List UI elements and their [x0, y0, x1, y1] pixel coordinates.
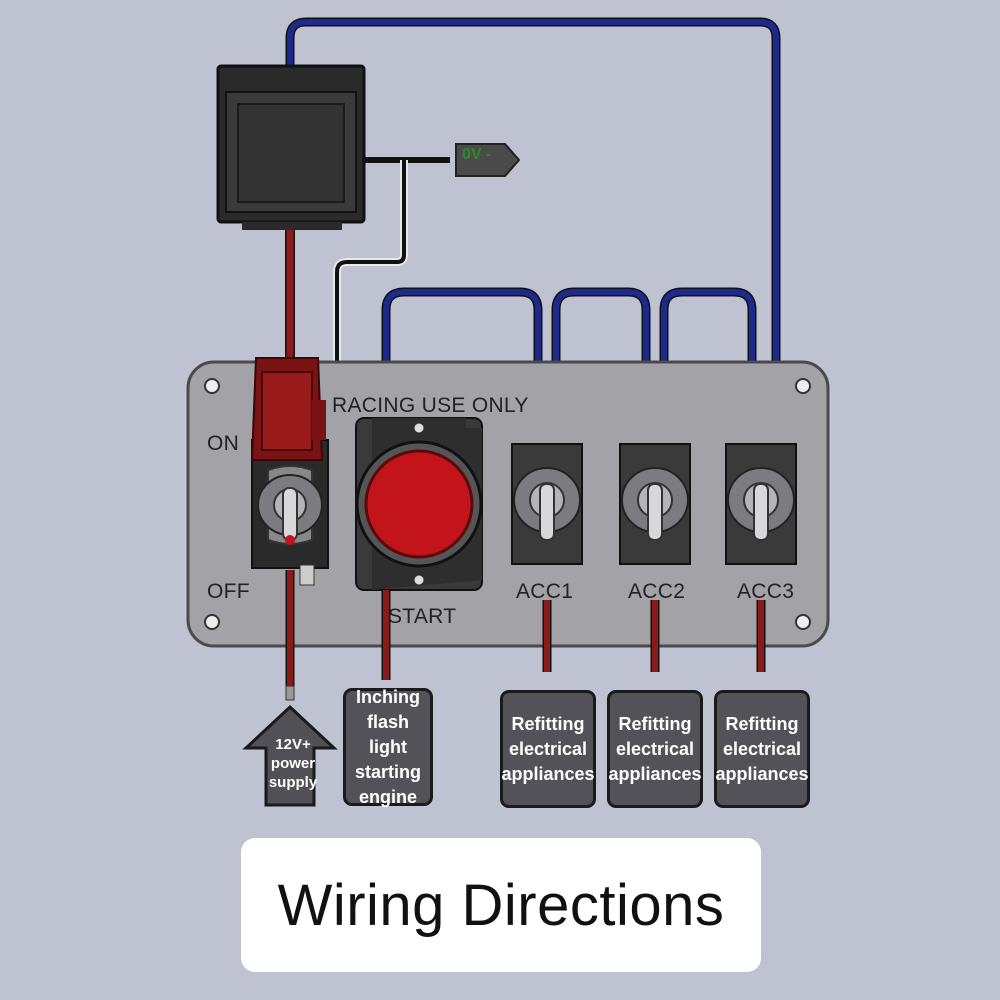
acc1-label: ACC1 [516, 580, 574, 603]
acc3-function-line: Refitting [725, 713, 799, 734]
power-supply-arrow [242, 704, 338, 807]
black-ground-wire [311, 157, 450, 636]
acc1-function-line: appliances [501, 763, 595, 784]
power-supply-line: 12V+ [275, 736, 311, 753]
ground-tag-label: 0V - [462, 146, 492, 163]
acc3-switch [725, 443, 797, 565]
acc1-switch [511, 443, 583, 565]
racing-use-only-label: RACING USE ONLY [332, 394, 529, 417]
page-title: Wiring Directions [277, 872, 725, 938]
power-supply-line: supply [268, 774, 318, 791]
acc2-function-box: Refitting electrical appliances [607, 690, 703, 808]
start-function-box: Inching flash light starting engine [343, 686, 433, 807]
ground-tag [455, 143, 521, 177]
start-button [355, 417, 483, 591]
acc2-label: ACC2 [628, 580, 686, 603]
switch-panel [186, 360, 830, 648]
start-function-line: flash light [366, 711, 409, 757]
acc2-switch [619, 443, 691, 565]
acc2-function-line: appliances [608, 763, 702, 784]
blue-jumper-wires [381, 287, 757, 450]
start-function-line: engine [358, 786, 417, 807]
on-label: ON [207, 432, 240, 455]
main-power-switch [250, 357, 329, 586]
power-supply-label: 12V+ power supply [258, 735, 328, 792]
start-label: START [388, 605, 457, 628]
acc3-function-line: electrical [722, 738, 802, 759]
acc2-function-line: Refitting [618, 713, 692, 734]
title-banner: Wiring Directions [241, 838, 761, 972]
off-label: OFF [207, 580, 250, 603]
red-output-wires [285, 570, 766, 701]
acc1-function-line: electrical [508, 738, 588, 759]
power-supply-line: power [270, 755, 316, 772]
start-function-line: starting [354, 761, 421, 782]
start-function-line: Inching [356, 686, 420, 707]
acc3-function-line: appliances [715, 763, 809, 784]
acc3-label: ACC3 [737, 580, 795, 603]
acc3-function-box: Refitting electrical appliances [714, 690, 810, 808]
fuse-box [216, 64, 366, 230]
acc1-function-line: Refitting [511, 713, 585, 734]
acc1-function-box: Refitting electrical appliances [500, 690, 596, 808]
acc2-function-line: electrical [615, 738, 695, 759]
